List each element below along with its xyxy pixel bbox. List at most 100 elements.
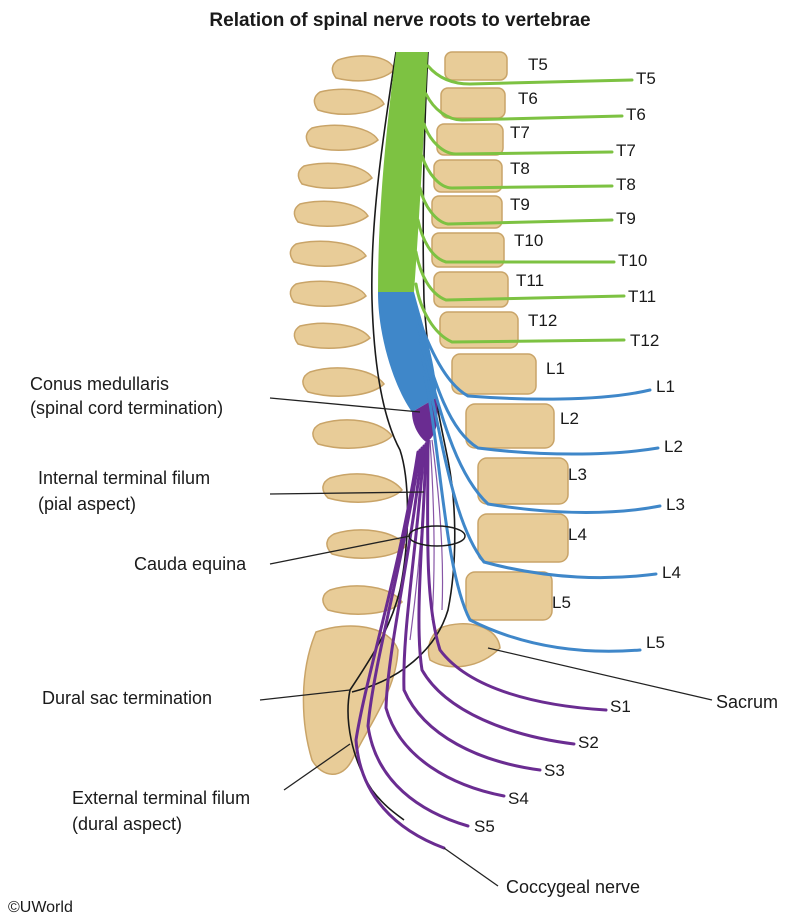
spinal-cord-lumbar — [378, 292, 437, 412]
nerve-t11 — [414, 250, 626, 302]
nerve-label-t10: T10 — [618, 251, 647, 270]
nerve-label-l4: L4 — [662, 563, 681, 582]
nerve-s5 — [366, 448, 470, 828]
vertebra-label-t11: T11 — [516, 271, 544, 290]
nerve-l1 — [414, 310, 652, 401]
callout-labels: Conus medullaris (spinal cord terminatio… — [30, 374, 778, 897]
nerve-l3 — [418, 338, 662, 514]
leader-conus — [269, 397, 421, 413]
copyright: ©UWorld — [8, 899, 73, 916]
spinal-cord-thoracic — [378, 52, 428, 292]
callout-conus-line1: Conus medullaris — [30, 374, 169, 394]
callout-sacrum: Sacrum — [716, 692, 778, 712]
dura-posterior-wall — [349, 51, 409, 691]
leader-coccygeal — [443, 847, 499, 887]
nerve-t7 — [422, 122, 614, 156]
nerve-label-t11: T11 — [628, 287, 656, 306]
vertebral-body-l1 — [451, 353, 537, 395]
nerve-label-t7: T7 — [616, 141, 636, 160]
nerve-label-s5: S5 — [474, 817, 495, 836]
callout-dural-sac: Dural sac termination — [42, 688, 212, 708]
nerve-l2 — [416, 324, 660, 456]
spinous-process-1 — [331, 55, 395, 82]
spinous-process-9 — [302, 367, 385, 397]
spinous-processes — [289, 55, 407, 775]
cauda-equina-ellipse — [408, 525, 466, 547]
nerve-l5 — [422, 370, 642, 653]
filament — [431, 439, 444, 611]
nerve-label-t9: T9 — [616, 209, 636, 228]
nerve-t6 — [424, 92, 624, 122]
nerve-s4 — [384, 446, 506, 798]
nerve-t10 — [416, 218, 616, 264]
vertebra-label-l1: L1 — [546, 359, 565, 378]
spinous-process-7 — [289, 280, 367, 307]
vertebral-body-l3 — [477, 457, 569, 505]
vertebra-label-t12: T12 — [528, 311, 557, 330]
sacral-nerves — [354, 438, 608, 850]
nerve-label-l2: L2 — [664, 437, 683, 456]
nerve-label-l3: L3 — [666, 495, 685, 514]
nerve-coccygeal — [354, 450, 446, 850]
spinous-process-8 — [293, 322, 372, 349]
nerve-label-t12: T12 — [630, 331, 659, 350]
nerve-label-s1: S1 — [610, 697, 631, 716]
vertebra-label-l3: L3 — [568, 465, 587, 484]
filament — [429, 439, 435, 621]
nerve-label-s3: S3 — [544, 761, 565, 780]
spinous-process-11 — [322, 473, 403, 503]
callout-external-line2: (dural aspect) — [72, 814, 182, 834]
spinous-process-2 — [313, 88, 385, 115]
vertebra-label-l2: L2 — [560, 409, 579, 428]
callout-internal-line2: (pial aspect) — [38, 494, 136, 514]
vertebra-label-t5: T5 — [528, 55, 548, 74]
vertebra-label-t7: T7 — [510, 123, 530, 142]
vertebra-label-t10: T10 — [514, 231, 543, 250]
nerve-s3 — [402, 444, 542, 772]
leader-dural-sac — [259, 689, 351, 701]
vertebra-label-t6: T6 — [518, 89, 538, 108]
vertebral-body-t11 — [433, 271, 509, 308]
diagram-title: Relation of spinal nerve roots to verteb… — [209, 10, 590, 31]
nerve-t9 — [418, 186, 614, 226]
leader-external-filum — [283, 743, 351, 791]
nerve-label-s4: S4 — [508, 789, 529, 808]
vertebra-label-t9: T9 — [510, 195, 530, 214]
spinous-process-13 — [322, 585, 403, 615]
nerve-label-l1: L1 — [656, 377, 675, 396]
nerve-label-l5: L5 — [646, 633, 665, 652]
lumbar-nerves — [414, 310, 662, 653]
nerve-t5 — [426, 64, 634, 86]
nerve-s1 — [426, 438, 608, 712]
nerve-s2 — [417, 442, 576, 746]
vertebra-label-t8: T8 — [510, 159, 530, 178]
vertebral-body-t12 — [439, 311, 519, 349]
vertebra-label-l5: L5 — [552, 593, 571, 612]
vertebra-labels: T5 T6 T7 T8 T9 T10 T11 T12 L1 L2 L3 L4 L… — [510, 55, 587, 612]
nerve-label-t5: T5 — [636, 69, 656, 88]
nerve-t8 — [420, 154, 614, 190]
spinous-process-4 — [297, 162, 373, 189]
vertebral-body-l4 — [477, 513, 569, 563]
spinous-process-10 — [312, 419, 393, 449]
vertebral-body-t5 — [444, 51, 508, 81]
nerve-labels: T5 T6 T7 T8 T9 T10 T11 T12 L1 L2 L3 L4 L… — [474, 69, 685, 836]
vertebral-body-t6 — [440, 87, 506, 119]
vertebral-bodies — [427, 51, 569, 668]
callout-coccygeal: Coccygeal nerve — [506, 877, 640, 897]
callout-internal-line1: Internal terminal filum — [38, 468, 210, 488]
callout-conus-line2: (spinal cord termination) — [30, 398, 223, 418]
spinous-process-6 — [289, 240, 367, 267]
leader-cauda — [269, 535, 411, 565]
nerve-label-t8: T8 — [616, 175, 636, 194]
spinous-process-3 — [305, 124, 379, 151]
leader-sacrum — [487, 647, 713, 701]
nerve-label-s2: S2 — [578, 733, 599, 752]
nerve-t12 — [414, 282, 626, 344]
leader-lines — [259, 397, 713, 887]
vertebra-label-l4: L4 — [568, 525, 587, 544]
nerve-l4 — [420, 354, 658, 580]
callout-external-line1: External terminal filum — [72, 788, 250, 808]
sacrum-posterior — [302, 625, 399, 775]
